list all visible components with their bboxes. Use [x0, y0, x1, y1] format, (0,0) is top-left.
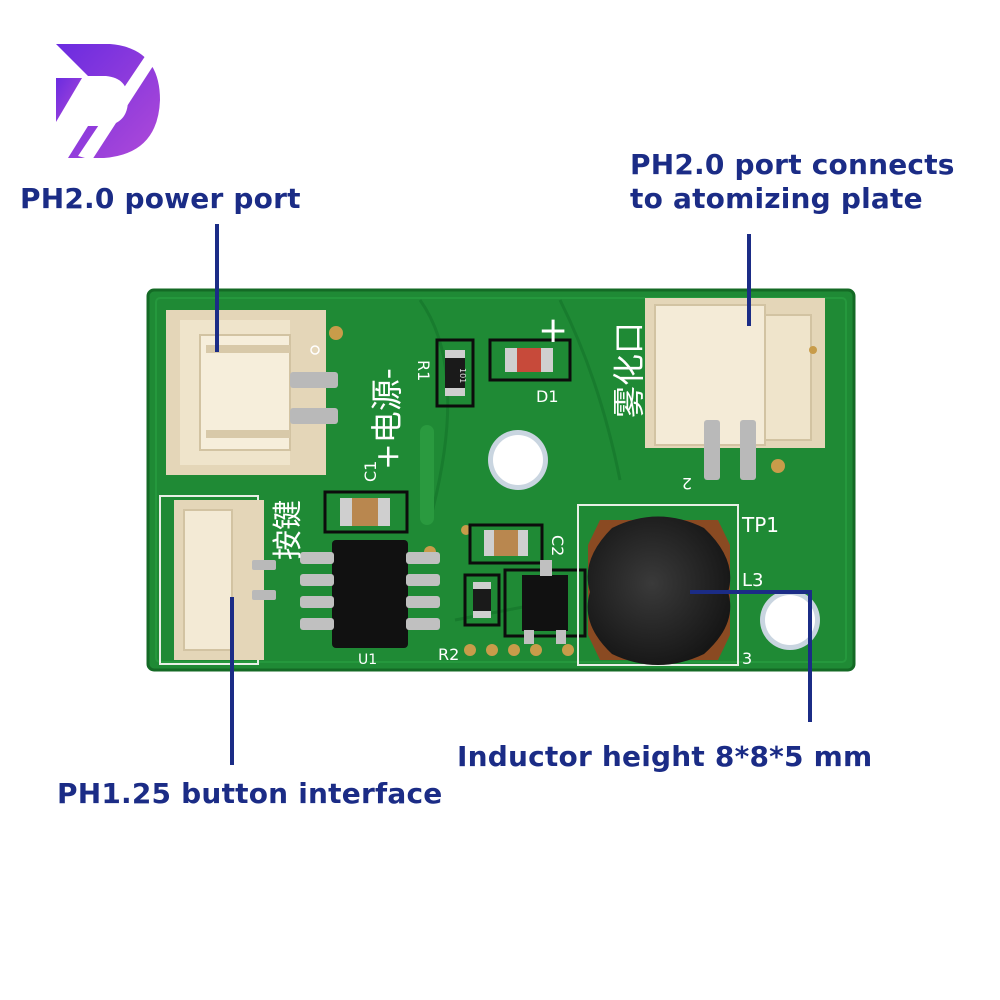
- d1-silk: D1: [536, 387, 559, 406]
- button-callout: PH1.25 button interface: [57, 777, 443, 810]
- button-silk-label: 按键: [271, 500, 306, 560]
- c1-silk: C1: [361, 461, 380, 482]
- l3-inductor: [577, 504, 739, 666]
- r2-silk: R2: [438, 645, 459, 664]
- c2-silk: C2: [548, 535, 567, 556]
- power-port-callout: PH2.0 power port: [20, 182, 301, 215]
- tp1-silk: TP1: [741, 513, 779, 537]
- r1-resistor: [435, 338, 475, 408]
- c2-capacitor: [468, 523, 544, 565]
- c1-capacitor: [323, 490, 409, 534]
- r1-silk: R1: [414, 360, 433, 381]
- ph20-atomizer-connector: [645, 298, 825, 480]
- power-silk-label: +电源-: [368, 368, 406, 470]
- plus-silk: +: [538, 310, 568, 351]
- atomizer-port-callout: PH2.0 port connects to atomizing plate: [630, 148, 955, 216]
- transistor: [503, 560, 587, 644]
- ph125-button-connector: [159, 495, 276, 665]
- inductor-callout: Inductor height 8*8*5 mm: [457, 740, 873, 773]
- atomizer-silk-label: 雾化口: [610, 322, 648, 418]
- inductor-leader: [690, 590, 812, 722]
- d1-led: [488, 338, 572, 382]
- resistor-code: 101: [458, 368, 467, 383]
- atomizer-callout-line2: to atomizing plate: [630, 182, 923, 215]
- atomizer-callout-line1: PH2.0 port connects: [630, 148, 955, 181]
- u1-silk: U1: [358, 652, 377, 668]
- pin-two-silk: 2: [682, 474, 692, 493]
- u1-ic-chip: [300, 540, 440, 648]
- l3-silk: L3: [742, 570, 763, 591]
- brand-d-logo-icon: [56, 40, 166, 160]
- pin-three-silk: 3: [742, 649, 752, 668]
- ph20-power-connector: [166, 310, 338, 475]
- r2-resistor: [463, 573, 501, 627]
